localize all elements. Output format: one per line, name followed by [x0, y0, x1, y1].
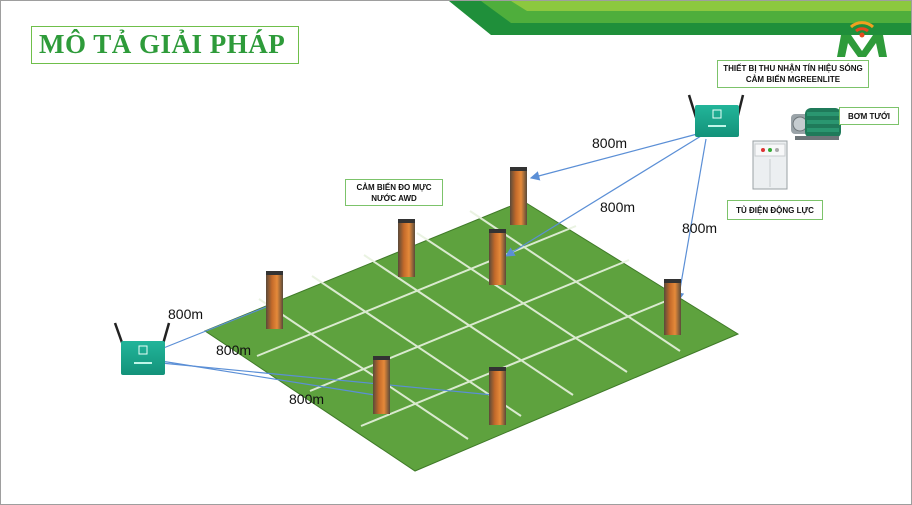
wifi-dot — [859, 32, 865, 38]
sensor-pole — [664, 279, 681, 335]
sensor-pole — [489, 229, 506, 285]
sensor-pole — [266, 271, 283, 329]
links-top-right — [504, 132, 707, 303]
receiver-device-left — [113, 322, 171, 375]
sensor-pole — [398, 219, 415, 277]
receiver-device-top — [687, 94, 745, 137]
distance-label: 800m — [600, 199, 636, 215]
pump-label: BƠM TƯỚI — [839, 107, 899, 125]
distance-label: 800m — [168, 306, 204, 322]
distance-label: 800m — [216, 342, 252, 358]
distance-label: 800m — [682, 220, 718, 236]
mgreen-logo — [837, 21, 887, 57]
stripe-light — [511, 1, 911, 11]
sensor-pole — [489, 367, 506, 425]
links-left — [160, 302, 494, 397]
wifi-arc-outer — [849, 21, 875, 29]
page-title: MÔ TẢ GIẢI PHÁP — [39, 29, 286, 59]
title-frame — [31, 26, 299, 64]
rice-field — [203, 200, 740, 472]
sensor-pole — [510, 167, 527, 225]
sensor-pole — [373, 356, 390, 414]
wifi-arc-inner — [855, 27, 869, 33]
logo-m-shape — [837, 35, 887, 57]
header-stripes — [449, 1, 911, 35]
sensor-label: CẢM BIẾN ĐO MỰC NƯỚC AWD — [345, 179, 443, 206]
pump-image — [791, 108, 841, 140]
distance-label: 800m — [289, 391, 325, 407]
field-grid — [256, 210, 684, 440]
receiver-label: THIẾT BỊ THU NHẬN TÍN HIỆU SÓNG CẢM BIẾN… — [717, 60, 869, 88]
electrical-cabinet-image — [752, 140, 788, 190]
distance-label: 800m — [592, 135, 628, 151]
cabinet-label: TỦ ĐIỆN ĐỘNG LỰC — [727, 200, 823, 220]
